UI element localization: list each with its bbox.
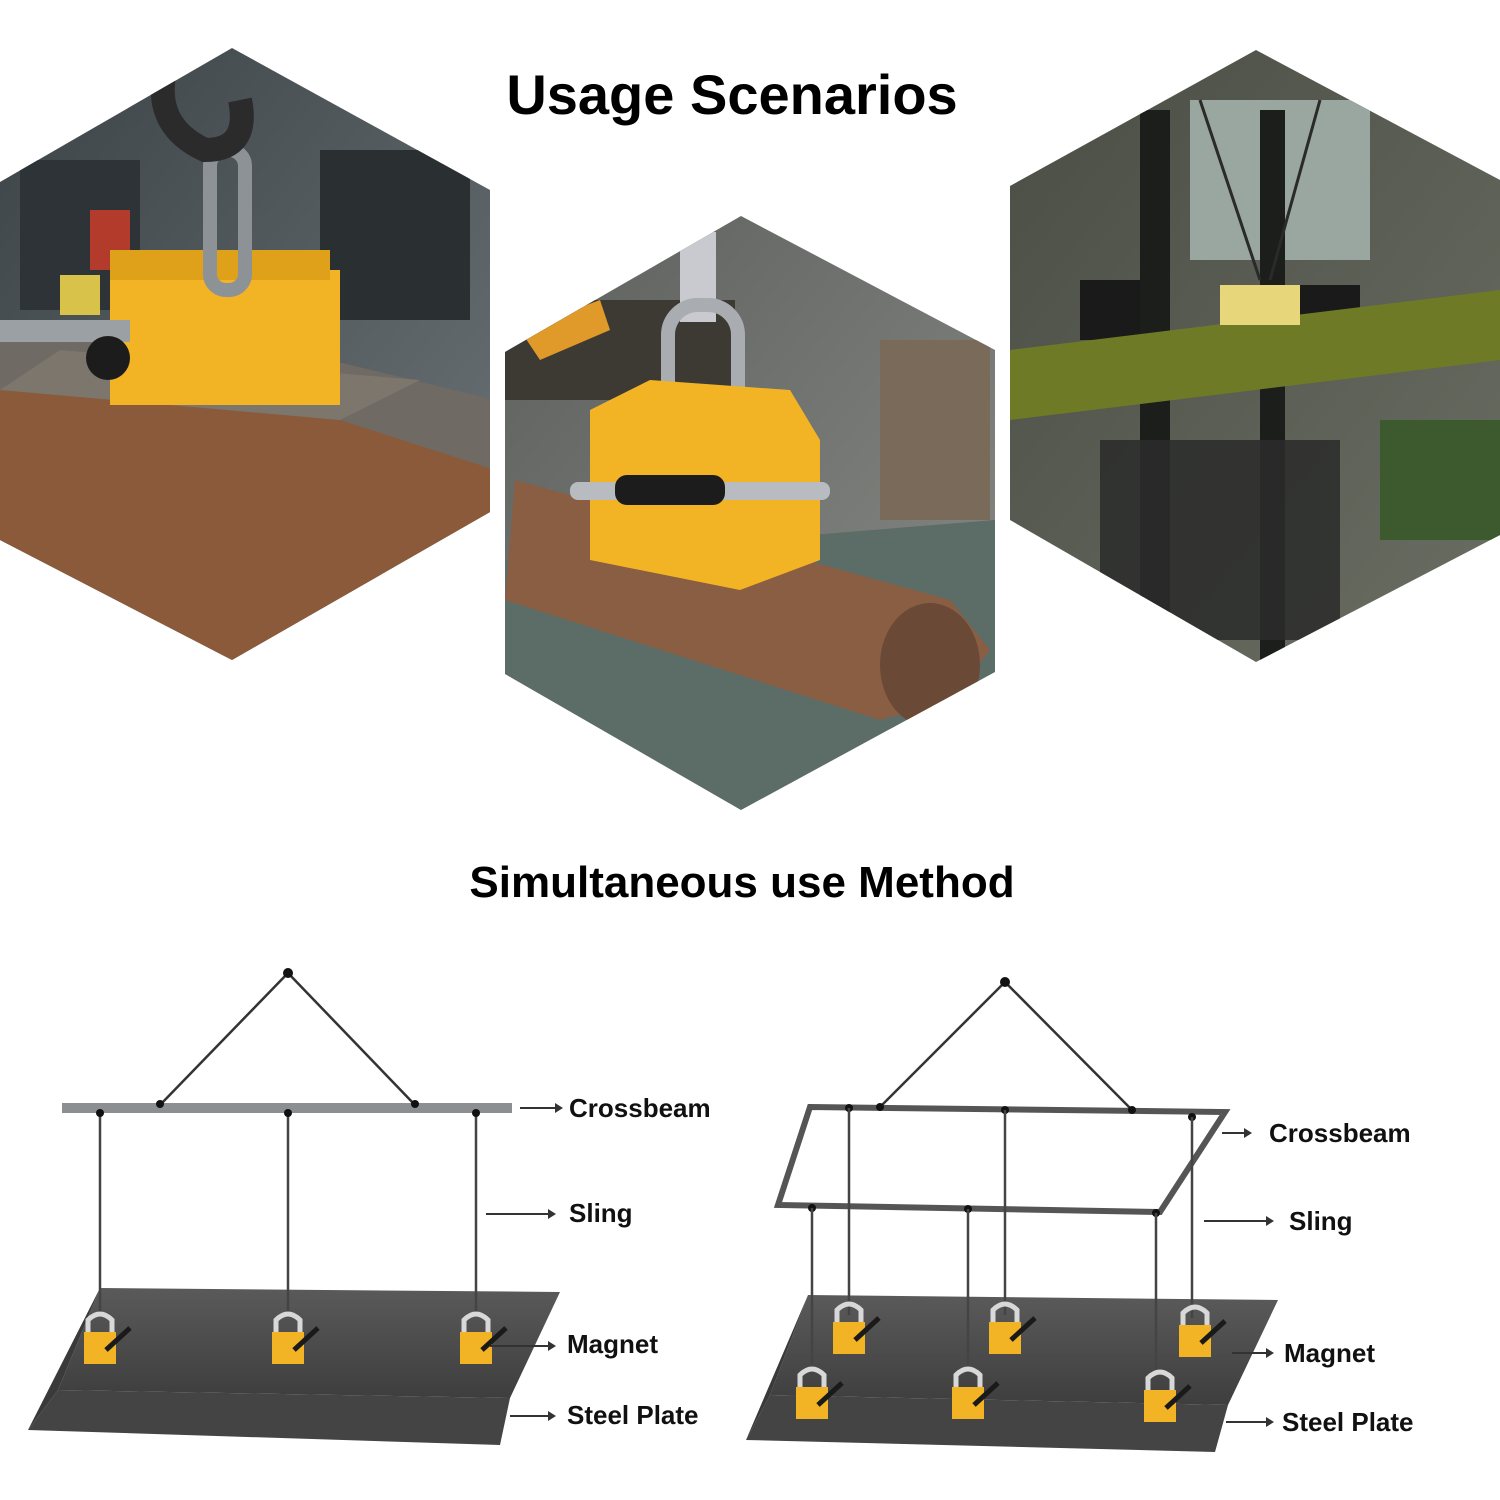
diagram-right: Crossbeam Sling Magnet Steel Plate bbox=[746, 977, 1414, 1452]
magnet-icon bbox=[952, 1366, 1000, 1419]
magnet-icon bbox=[84, 1311, 132, 1364]
label-crossbeam: Crossbeam bbox=[1269, 1118, 1411, 1148]
usage-scenarios-title: Usage Scenarios bbox=[506, 63, 958, 126]
left-hook-point bbox=[283, 968, 293, 978]
label-sling: Sling bbox=[1289, 1206, 1353, 1236]
photo-magnet-on-steel-block bbox=[0, 48, 490, 660]
left-steel-plate bbox=[58, 1288, 560, 1398]
right-hook-point bbox=[1000, 977, 1010, 987]
photo-forklift-with-magnet bbox=[1010, 50, 1500, 662]
label-steel-plate: Steel Plate bbox=[567, 1400, 699, 1430]
diagram-left: Crossbeam Sling Magnet Steel Plate bbox=[28, 968, 711, 1445]
label-steel-plate: Steel Plate bbox=[1282, 1407, 1414, 1437]
simultaneous-method-title: Simultaneous use Method bbox=[469, 858, 1015, 907]
magnet-icon bbox=[989, 1301, 1037, 1354]
photo-magnet-on-round-bar bbox=[505, 216, 995, 810]
left-hoist-sling bbox=[159, 972, 289, 1106]
left-hoist-sling bbox=[287, 972, 416, 1106]
right-crossbeam-frame bbox=[773, 1103, 1231, 1216]
magnet-icon bbox=[833, 1301, 881, 1354]
label-sling: Sling bbox=[569, 1198, 633, 1228]
magnet-icon bbox=[1144, 1369, 1192, 1422]
label-crossbeam: Crossbeam bbox=[569, 1093, 711, 1123]
magnet-icon bbox=[1179, 1304, 1227, 1357]
label-magnet: Magnet bbox=[1284, 1338, 1375, 1368]
label-magnet: Magnet bbox=[567, 1329, 658, 1359]
magnet-icon bbox=[272, 1311, 320, 1364]
magnet-icon bbox=[460, 1311, 508, 1364]
magnet-icon bbox=[796, 1366, 844, 1419]
left-crossbeam bbox=[62, 1103, 512, 1113]
